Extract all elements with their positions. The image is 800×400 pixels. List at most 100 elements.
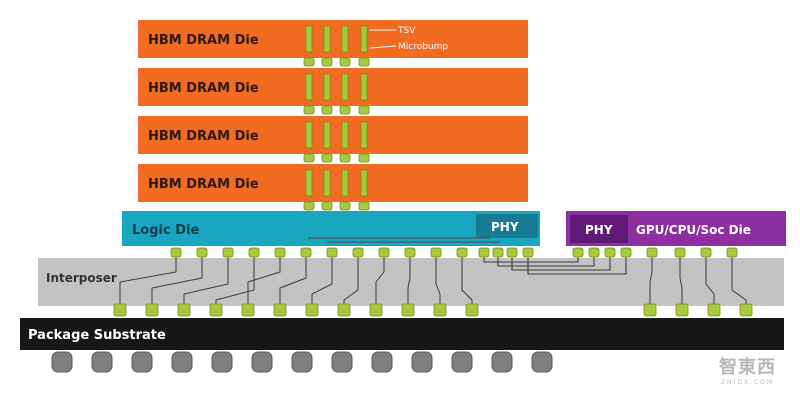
microbump (300, 247, 312, 258)
tsv (341, 169, 349, 197)
tsv-trace (407, 257, 411, 304)
interposer-trace (497, 257, 595, 267)
c4-bump (209, 303, 223, 317)
tsv-trace (435, 257, 441, 304)
microbump (604, 247, 616, 258)
microbump (506, 247, 518, 258)
microbump (430, 247, 442, 258)
interposer-routing (119, 237, 747, 304)
tsv (341, 25, 349, 53)
solder-ball (331, 351, 353, 373)
microbump (303, 57, 315, 67)
interposer (38, 258, 784, 306)
c4-bump (643, 303, 657, 317)
microbump (222, 247, 234, 258)
tsv-trace (183, 257, 229, 304)
solder-ball (491, 351, 513, 373)
tsv (323, 121, 331, 149)
microbump (339, 105, 351, 115)
microbump (321, 57, 333, 67)
tsv-trace (247, 257, 281, 304)
solder-ball (251, 351, 273, 373)
solder-ball (411, 351, 433, 373)
c4-bump (675, 303, 689, 317)
microbump (321, 153, 333, 163)
tsv (360, 169, 368, 197)
c4-bump (739, 303, 753, 317)
tsv (305, 121, 313, 149)
solder-ball (211, 351, 233, 373)
microbump (646, 247, 658, 258)
dram-die-2-label: HBM DRAM Die (148, 81, 259, 96)
tsv (323, 73, 331, 101)
microbump (572, 247, 584, 258)
logic-die-phy-label: PHY (491, 220, 519, 234)
tsv (341, 73, 349, 101)
c4-bump (337, 303, 351, 317)
watermark-text: 智東西 (719, 357, 776, 378)
dram-die-2 (138, 68, 528, 106)
logic-die-label: Logic Die (132, 223, 199, 238)
logic-die (122, 211, 540, 246)
microbump (378, 247, 390, 258)
dram-die-4-label: HBM DRAM Die (148, 177, 259, 192)
microbump (196, 247, 208, 258)
tsv (305, 169, 313, 197)
watermark-logo: 智東西 ZHIDX.COM (719, 353, 776, 386)
microbump (492, 247, 504, 258)
dram-die-3 (138, 116, 528, 154)
microbump (358, 105, 370, 115)
solder-ball (91, 351, 113, 373)
tsv (323, 25, 331, 53)
tsv (323, 169, 331, 197)
tsv-trace (311, 257, 333, 304)
tsv-trace (375, 257, 385, 304)
tsv (341, 121, 349, 149)
microbump (321, 201, 333, 211)
c4-bump (113, 303, 127, 317)
solder-ball (291, 351, 313, 373)
c4-bump (369, 303, 383, 317)
watermark-subtext: ZHIDX.COM (720, 379, 775, 386)
logic-die-trace (308, 237, 490, 240)
c4-bump (401, 303, 415, 317)
solder-ball (171, 351, 193, 373)
solder-ball (131, 351, 153, 373)
microbump (274, 247, 286, 258)
dram-die-1 (138, 20, 528, 58)
microbump (170, 247, 182, 258)
tsv-trace (705, 257, 715, 304)
tsv-trace (679, 257, 683, 304)
microbump (404, 247, 416, 258)
tsv-trace (343, 257, 359, 304)
microbump-annotation: Microbump (398, 42, 448, 52)
tsv-trace (279, 257, 307, 304)
microbump (352, 247, 364, 258)
package-substrate-label: Package Substrate (28, 328, 166, 343)
tsv (360, 121, 368, 149)
microbump (303, 105, 315, 115)
microbump (326, 247, 338, 258)
processor-phy (570, 215, 628, 243)
tsv (360, 25, 368, 53)
tsv-trace (215, 257, 255, 304)
microbump (339, 57, 351, 67)
package-substrate (20, 318, 784, 350)
microbump (674, 247, 686, 258)
microbump (700, 247, 712, 258)
c4-bump (145, 303, 159, 317)
dram-die-3-label: HBM DRAM Die (148, 129, 259, 144)
tsv-trace (151, 257, 203, 304)
microbump (726, 247, 738, 258)
c4-bump (707, 303, 721, 317)
microbump (303, 153, 315, 163)
c4-bump (241, 303, 255, 317)
microbump (620, 247, 632, 258)
interposer-label: Interposer (46, 271, 117, 285)
tsv-trace (119, 257, 177, 304)
tsv-trace (649, 257, 653, 304)
logic-die-phy (476, 214, 538, 238)
tsv (305, 73, 313, 101)
interposer-trace (527, 257, 627, 275)
